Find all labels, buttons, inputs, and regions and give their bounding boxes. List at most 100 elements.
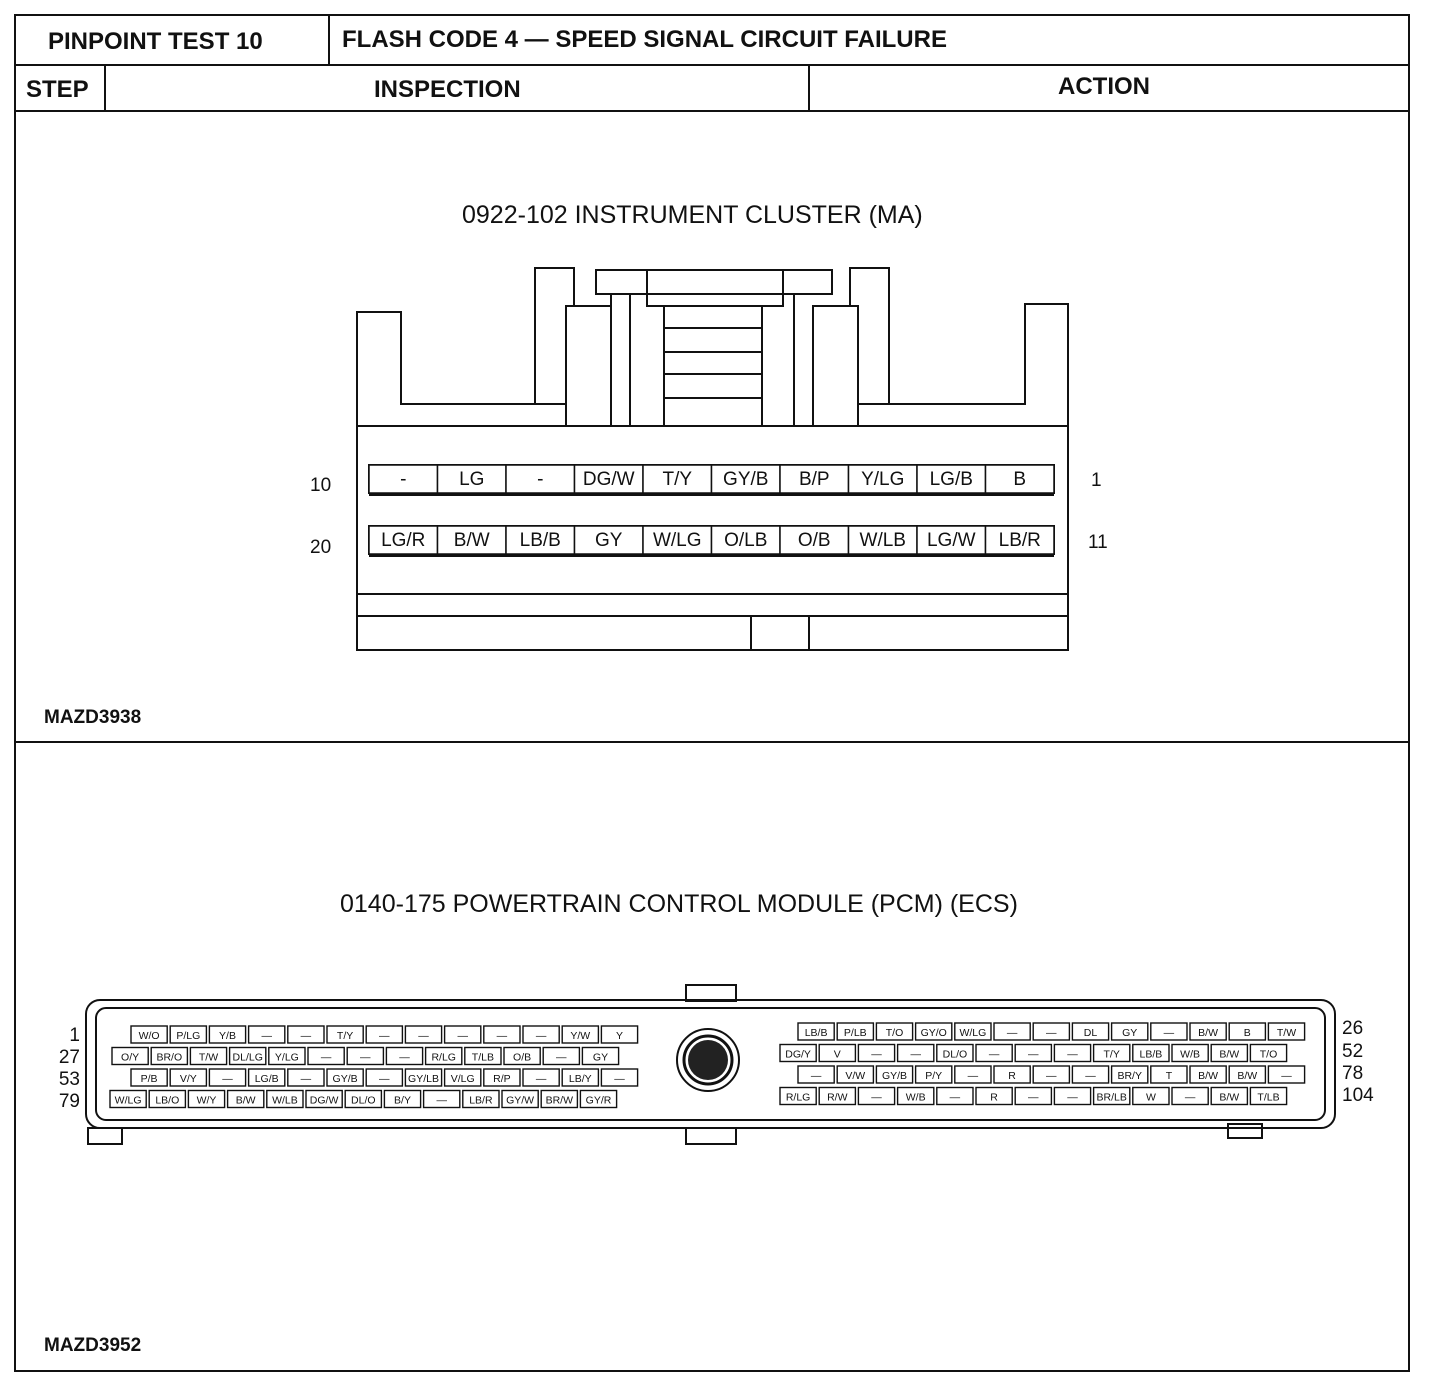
- pcm-pin-label: T/Y: [1104, 1049, 1120, 1061]
- pcm-pin-label: W/B: [1180, 1049, 1200, 1061]
- pcm-pin-label: W/LG: [959, 1027, 986, 1039]
- pcm-pin-label: LG/B: [255, 1073, 279, 1085]
- pcm-pin-label: GY: [593, 1052, 608, 1064]
- pcm-pin-cell: [836, 1022, 875, 1041]
- pcm-pin-cell: [581, 1046, 620, 1066]
- pcm-pin-cell: [1132, 1043, 1170, 1063]
- pcm-pin-cell: [1150, 1022, 1188, 1041]
- cluster-pin-cell: [368, 464, 439, 494]
- pcm-pin-label: —: [1046, 1070, 1057, 1082]
- pcm-pin-cell: [344, 1089, 383, 1109]
- pcm-pin-label: R: [1008, 1070, 1016, 1082]
- pcm-pin-cell: [404, 1025, 443, 1044]
- pcm-pin-label: BR/W: [546, 1095, 574, 1107]
- pcm-left-pin-number: 79: [59, 1091, 80, 1112]
- pcm-pin-cell: [600, 1025, 639, 1044]
- cluster-pin-cell: [368, 525, 439, 555]
- cluster-pin-cell: [642, 525, 713, 555]
- pcm-pin-cell: [287, 1025, 325, 1044]
- pcm-pin-label: —: [222, 1073, 233, 1085]
- pcm-pin-cell: [975, 1043, 1013, 1063]
- pcm-pin-cell: [522, 1025, 560, 1044]
- cluster-pin-label: T/Y: [662, 469, 692, 490]
- pcm-pin-cell: [1189, 1065, 1227, 1084]
- pcm-pin-cell: [365, 1068, 404, 1087]
- pcm-pin-cell: [189, 1046, 228, 1066]
- pcm-pin-cell: [896, 1086, 935, 1106]
- pcm-pin-label: P/LG: [176, 1030, 200, 1042]
- pcm-pin-label: —: [1067, 1092, 1078, 1104]
- pcm-pin-cell: [443, 1025, 482, 1044]
- cluster-pin-cell: [573, 525, 644, 555]
- cluster-pin-cell: [710, 525, 781, 555]
- pcm-pin-label: GY/B: [333, 1073, 358, 1085]
- pcm-pin-label: O/Y: [121, 1052, 139, 1064]
- pcm-pin-label: R/W: [827, 1092, 848, 1104]
- pcm-pin-cell: [1053, 1043, 1092, 1063]
- pcm-pin-cell: [1189, 1022, 1227, 1041]
- pcm-pin-cell: [540, 1089, 579, 1109]
- step-col-divider: [104, 64, 106, 111]
- pcm-pin-label: —: [1007, 1027, 1018, 1039]
- pcm-pin-cell: [975, 1086, 1013, 1106]
- cluster-pin-label: W/LB: [860, 530, 906, 551]
- pcm-pin-cell: [1210, 1086, 1249, 1106]
- pcm-pin-cell: [383, 1089, 422, 1109]
- pcm-pin-label: LB/B: [805, 1027, 828, 1039]
- cluster-pin-label: O/LB: [724, 530, 767, 551]
- pcm-pin-label: —: [950, 1092, 961, 1104]
- pcm-pin-label: P/Y: [925, 1070, 942, 1082]
- pcm-pin-cell: [307, 1046, 345, 1066]
- pcm-pin-label: BR/LB: [1097, 1092, 1127, 1104]
- pcm-pin-cell: [1267, 1065, 1306, 1084]
- pcm-pin-cell: [226, 1089, 265, 1109]
- pcm-pin-cell: [305, 1089, 343, 1109]
- pcm-pin-cell: [936, 1043, 974, 1063]
- pcm-pin-label: —: [497, 1030, 508, 1042]
- pcm-left-pin-number: 53: [59, 1069, 80, 1090]
- pcm-pin-label: W/LG: [115, 1095, 142, 1107]
- pcm-pin-label: —: [379, 1073, 390, 1085]
- pcm-pin-cell: [1092, 1086, 1131, 1106]
- pcm-pin-label: T/O: [1260, 1049, 1278, 1061]
- pcm-pin-cell: [287, 1068, 325, 1087]
- pcm-pin-cell: [1014, 1086, 1053, 1106]
- pcm-pin-cell: [111, 1046, 149, 1066]
- pcm-pin-cell: [148, 1089, 187, 1109]
- pcm-pin-cell: [443, 1068, 482, 1087]
- pcm-pin-label: R/P: [493, 1073, 511, 1085]
- pcm-pin-label: V/LG: [451, 1073, 475, 1085]
- pcm-pin-label: —: [1028, 1049, 1039, 1061]
- pcm-pin-label: LB/O: [155, 1095, 179, 1107]
- pcm-pin-cell: [422, 1089, 461, 1109]
- pcm-pin-cell: [993, 1022, 1031, 1041]
- pcm-pin-cell: [208, 1025, 247, 1044]
- pcm-pin-cell: [208, 1068, 247, 1087]
- pcm-pin-cell: [169, 1025, 208, 1044]
- pcm-pin-label: GY: [1122, 1027, 1137, 1039]
- pcm-pin-label: Y: [616, 1030, 623, 1042]
- pcm-pin-label: W/Y: [197, 1095, 217, 1107]
- pcm-pin-label: BR/Y: [1117, 1070, 1142, 1082]
- pcm-pin-cell: [857, 1086, 896, 1106]
- pcm-pin-label: Y/LG: [275, 1052, 299, 1064]
- pcm-pin-label: B/W: [1198, 1070, 1218, 1082]
- pcm-pin-label: V: [834, 1049, 841, 1061]
- pcm-pin-label: —: [1085, 1070, 1096, 1082]
- cluster-pin-label: DG/W: [583, 469, 635, 490]
- pcm-pin-cell: [1110, 1065, 1149, 1084]
- pcm-pin-label: W/LB: [272, 1095, 298, 1107]
- title-cell-divider: [328, 14, 330, 65]
- pcm-pin-label: GY/LB: [408, 1073, 439, 1085]
- pcm-pin-label: BR/O: [156, 1052, 182, 1064]
- pcm-pin-label: —: [261, 1030, 272, 1042]
- pcm-pin-cell: [914, 1022, 953, 1041]
- cluster-row1-right-pin: 1: [1091, 470, 1102, 491]
- cluster-pin-label: B/W: [454, 530, 490, 551]
- pcm-pin-label: —: [871, 1049, 882, 1061]
- pcm-pin-cell: [266, 1089, 304, 1109]
- pcm-right-pin-number: 26: [1342, 1018, 1363, 1039]
